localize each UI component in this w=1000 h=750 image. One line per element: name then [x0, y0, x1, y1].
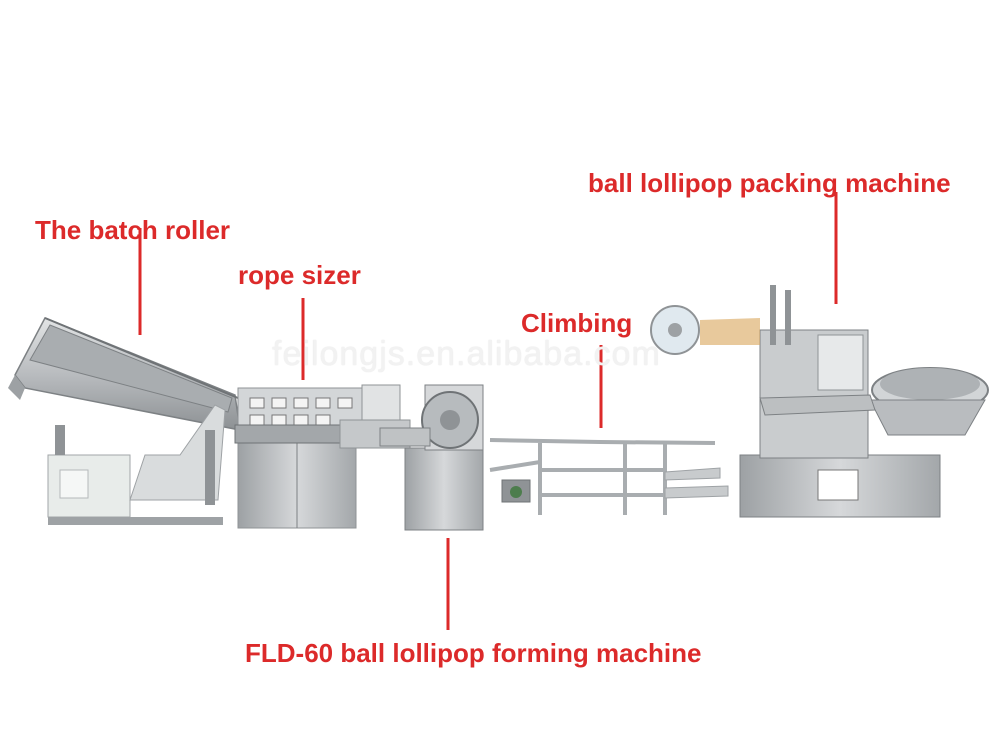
rope-sizer-machine	[234, 384, 411, 529]
label-climbing: Climbing	[521, 308, 633, 338]
climbing-conveyor	[489, 438, 729, 515]
watermark: feilongjs.en.alibaba.com	[272, 335, 661, 373]
leader-lines	[138, 192, 838, 630]
label-forming-machine: FLD-60 ball lollipop forming machine	[245, 638, 702, 668]
batch-roller-machine	[8, 317, 241, 525]
label-packing-machine: ball lollipop packing machine	[588, 168, 951, 198]
label-rope-sizer: rope sizer	[238, 260, 361, 290]
packing-machine	[650, 285, 989, 518]
forming-machine	[379, 384, 484, 531]
label-batch-roller: The batch roller	[35, 215, 231, 245]
